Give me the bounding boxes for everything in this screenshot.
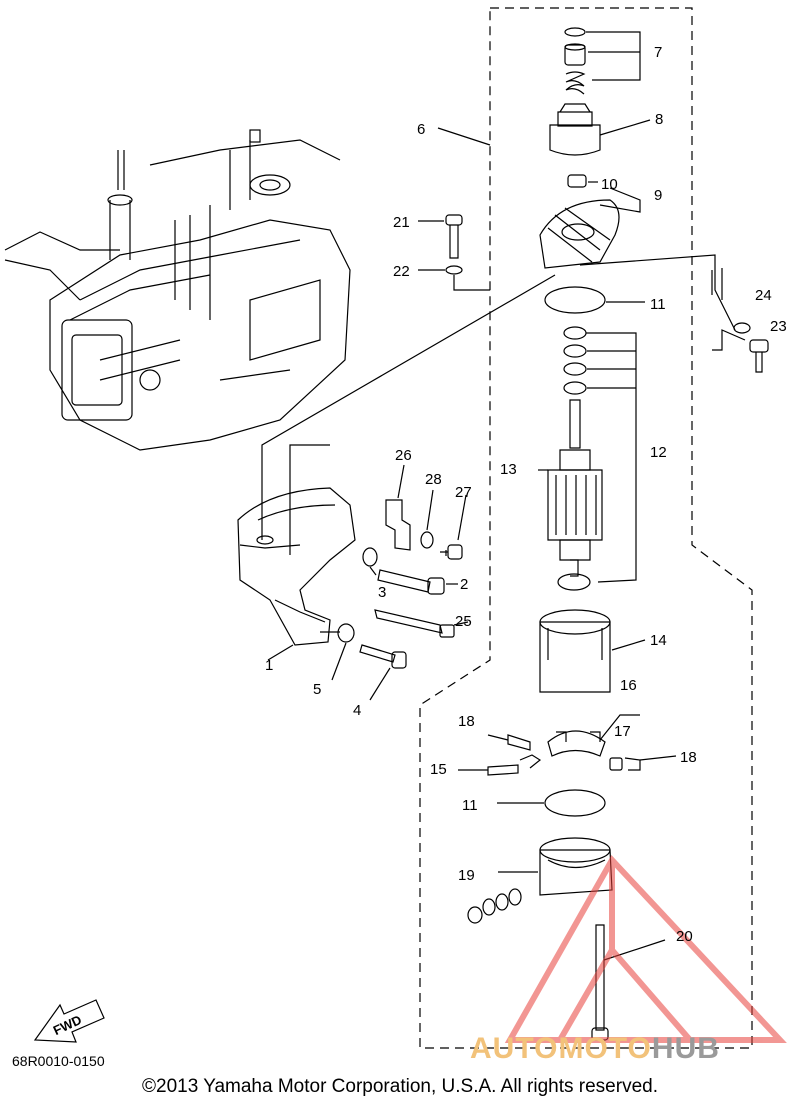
leader-engine-to-bracket [289, 444, 330, 555]
part-label-22: 22 [393, 263, 410, 280]
watermark-text-part2: HUB [651, 1032, 720, 1065]
part-label-1: 1 [265, 657, 273, 674]
diagram-code: 68R0010-0150 [12, 1053, 105, 1069]
part-label-21: 21 [393, 214, 410, 231]
part-label-11b: 11 [462, 797, 478, 814]
part-label-11: 11 [650, 296, 666, 313]
part-label-26: 26 [395, 447, 412, 464]
part-label-19: 19 [458, 867, 475, 884]
part-label-7: 7 [654, 44, 662, 61]
part-label-27: 27 [455, 484, 472, 501]
part-label-23: 23 [770, 318, 787, 335]
part-label-10: 10 [601, 176, 618, 193]
part-label-17: 17 [614, 723, 631, 740]
part-label-9: 9 [654, 187, 662, 204]
part-label-20: 20 [676, 928, 693, 945]
bracket-illustration [237, 487, 356, 646]
part-label-24: 24 [755, 287, 772, 304]
assembly-boundary-dashed [419, 7, 753, 1049]
part-label-5: 5 [313, 681, 321, 698]
part-label-28: 28 [425, 471, 442, 488]
fwd-label: FWD [51, 1012, 84, 1038]
part-label-12: 12 [650, 444, 667, 461]
fwd-arrow-shape [33, 999, 105, 1043]
part-label-3: 3 [378, 584, 386, 601]
watermark-text-part1: AUTOMOTO [470, 1032, 652, 1065]
part-label-13: 13 [500, 461, 517, 478]
watermark-triangle [504, 854, 787, 1043]
part-label-16: 16 [620, 677, 637, 694]
leader-engine-to-cover [261, 274, 556, 540]
copyright-notice: ©2013 Yamaha Motor Corporation, U.S.A. A… [142, 1076, 658, 1097]
part-label-15: 15 [430, 761, 447, 778]
part-label-25: 25 [455, 613, 472, 630]
part-label-6: 6 [417, 121, 425, 138]
part-label-18: 18 [458, 713, 475, 730]
part-label-8: 8 [655, 111, 663, 128]
part-label-2: 2 [460, 576, 468, 593]
part-label-14: 14 [650, 632, 667, 649]
engine-block-illustration [4, 129, 351, 451]
part-label-18b: 18 [680, 749, 697, 766]
part-label-4: 4 [353, 702, 361, 719]
watermark-text: AUTOMOTOHUB [470, 1032, 720, 1066]
